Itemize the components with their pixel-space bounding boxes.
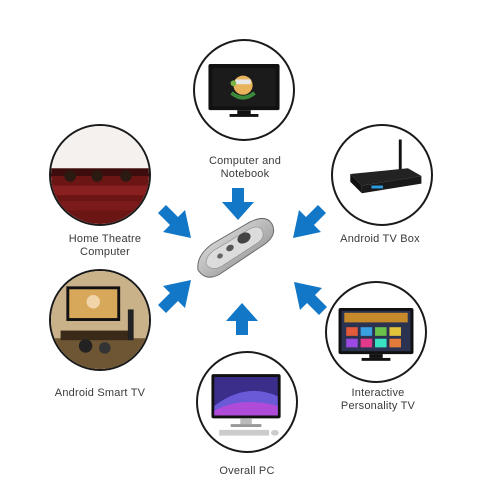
home-theatre-label: Home Theatre Computer [68,233,142,258]
monitor-icon [208,64,280,117]
tv-box-icon [350,139,422,194]
arrow-down-left-icon [290,205,326,241]
android-smart-tv-label: Android Smart TV [54,387,146,399]
smart-tv-icon [338,307,414,361]
arrow-down-icon [220,188,256,220]
arrow-up-icon [224,303,260,335]
personality-tv-label: Interactive Personality TV [340,387,416,412]
computer-notebook-label: Computer and Notebook [208,155,282,180]
home-theatre-circle [49,124,151,226]
computer-notebook-circle [193,39,295,141]
arrow-up-right-icon [158,277,194,313]
theatre-seats-icon [51,126,149,224]
android-tv-box-label: Android TV Box [340,233,420,245]
arrow-up-left-icon [291,279,327,315]
android-tv-box-circle [331,124,433,226]
arrow-down-right-icon [158,205,194,241]
overall-pc-circle [196,351,298,453]
air-mouse-remote-icon [192,212,278,288]
overall-pc-label: Overall PC [219,465,275,477]
living-room-tv-icon [51,271,149,369]
android-smart-tv-circle [49,269,151,371]
personality-tv-circle [325,281,427,383]
desktop-pc-icon [211,374,281,436]
